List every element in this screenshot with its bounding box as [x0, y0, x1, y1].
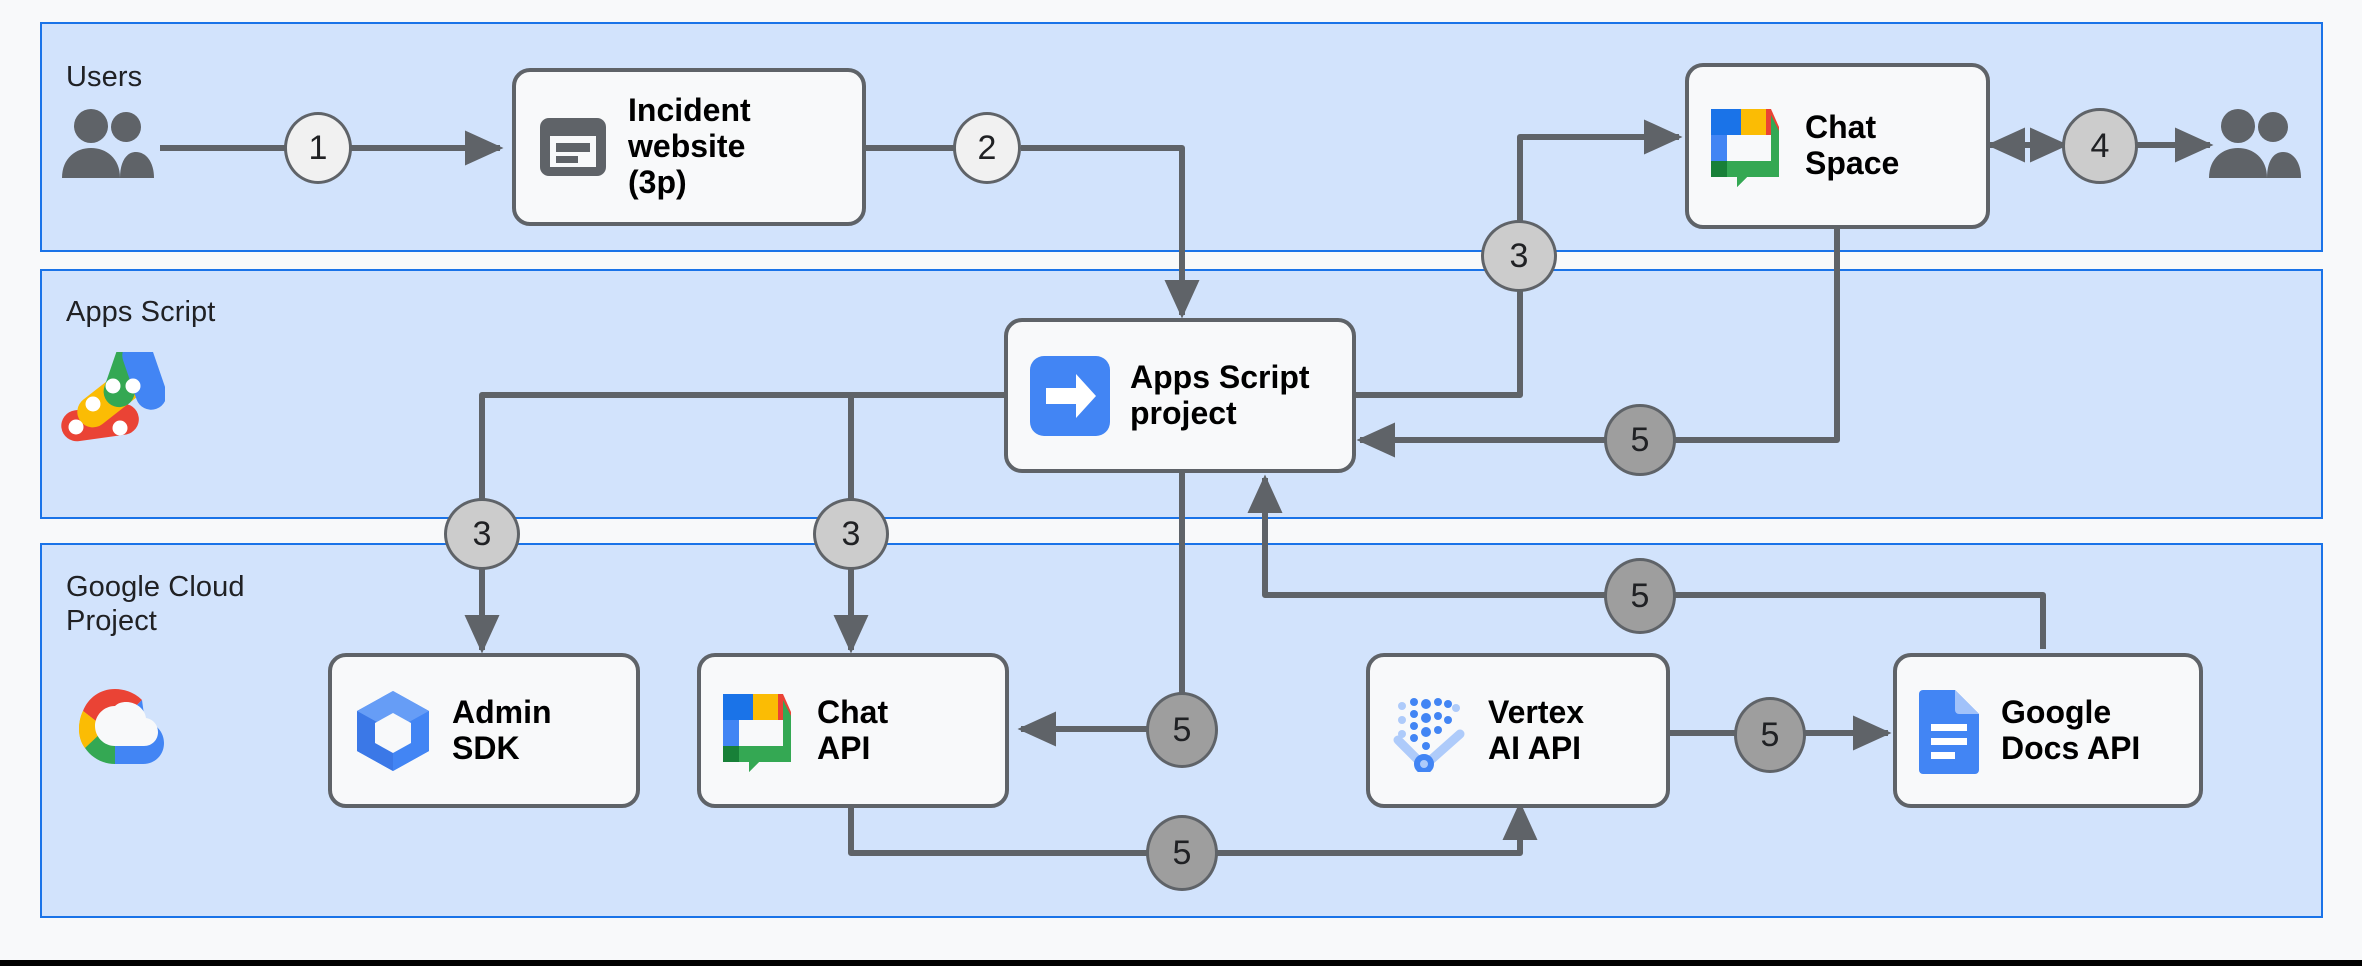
google-chat-logo	[1709, 105, 1787, 187]
badge-3-project-to-admin-sdk: 3	[444, 498, 520, 570]
node-chat-api-label: Chat API	[817, 693, 889, 766]
users-left-icon	[58, 108, 158, 187]
badge-3-project-to-chat-api: 3	[813, 498, 889, 570]
vertex-ai-icon	[1390, 690, 1470, 772]
node-vertex-ai-api[interactable]: Vertex AI API	[1366, 653, 1670, 808]
node-chat-space-label: Chat Space	[1805, 109, 1900, 181]
badge-2-website-to-project: 2	[953, 112, 1021, 184]
node-incident-website[interactable]: Incident website (3p)	[512, 68, 866, 226]
node-admin-sdk-label: Admin SDK	[452, 693, 552, 766]
google-cloud-logo	[60, 683, 170, 776]
badge-4-chat-space-users: 4	[2062, 108, 2138, 184]
node-google-docs-api-label: Google Docs API	[2001, 693, 2141, 766]
node-incident-website-label: Incident website (3p)	[628, 92, 751, 200]
badge-1-users-to-website: 1	[284, 112, 352, 184]
lane-title-google-cloud: Google Cloud Project	[66, 571, 245, 638]
badge-5-vertex-to-docs: 5	[1734, 697, 1806, 773]
website-icon	[536, 110, 610, 184]
badge-5-chat-api-to-vertex: 5	[1146, 815, 1218, 891]
node-apps-script-project-label: Apps Script project	[1130, 358, 1310, 431]
node-vertex-ai-api-label: Vertex AI API	[1488, 693, 1585, 766]
badge-5-chat-space-to-project: 5	[1604, 404, 1676, 476]
node-google-docs-api[interactable]: Google Docs API	[1893, 653, 2203, 808]
badge-5-project-to-chat-api: 5	[1146, 692, 1218, 768]
node-apps-script-project[interactable]: Apps Script project	[1004, 318, 1356, 473]
badge-5-docs-to-project: 5	[1604, 558, 1676, 634]
admin-sdk-icon	[352, 688, 434, 774]
lane-title-apps-script: Apps Script	[66, 296, 216, 328]
apps-script-project-icon	[1028, 354, 1112, 438]
lane-title-users: Users	[66, 61, 143, 93]
google-chat-logo	[721, 690, 799, 772]
node-admin-sdk[interactable]: Admin SDK	[328, 653, 640, 808]
google-docs-icon	[1917, 688, 1983, 774]
node-chat-api[interactable]: Chat API	[697, 653, 1009, 808]
badge-3-project-to-chat-space: 3	[1481, 220, 1557, 292]
apps-script-logo	[60, 339, 167, 447]
node-chat-space[interactable]: Chat Space	[1685, 63, 1990, 229]
users-right-icon	[2205, 108, 2305, 187]
